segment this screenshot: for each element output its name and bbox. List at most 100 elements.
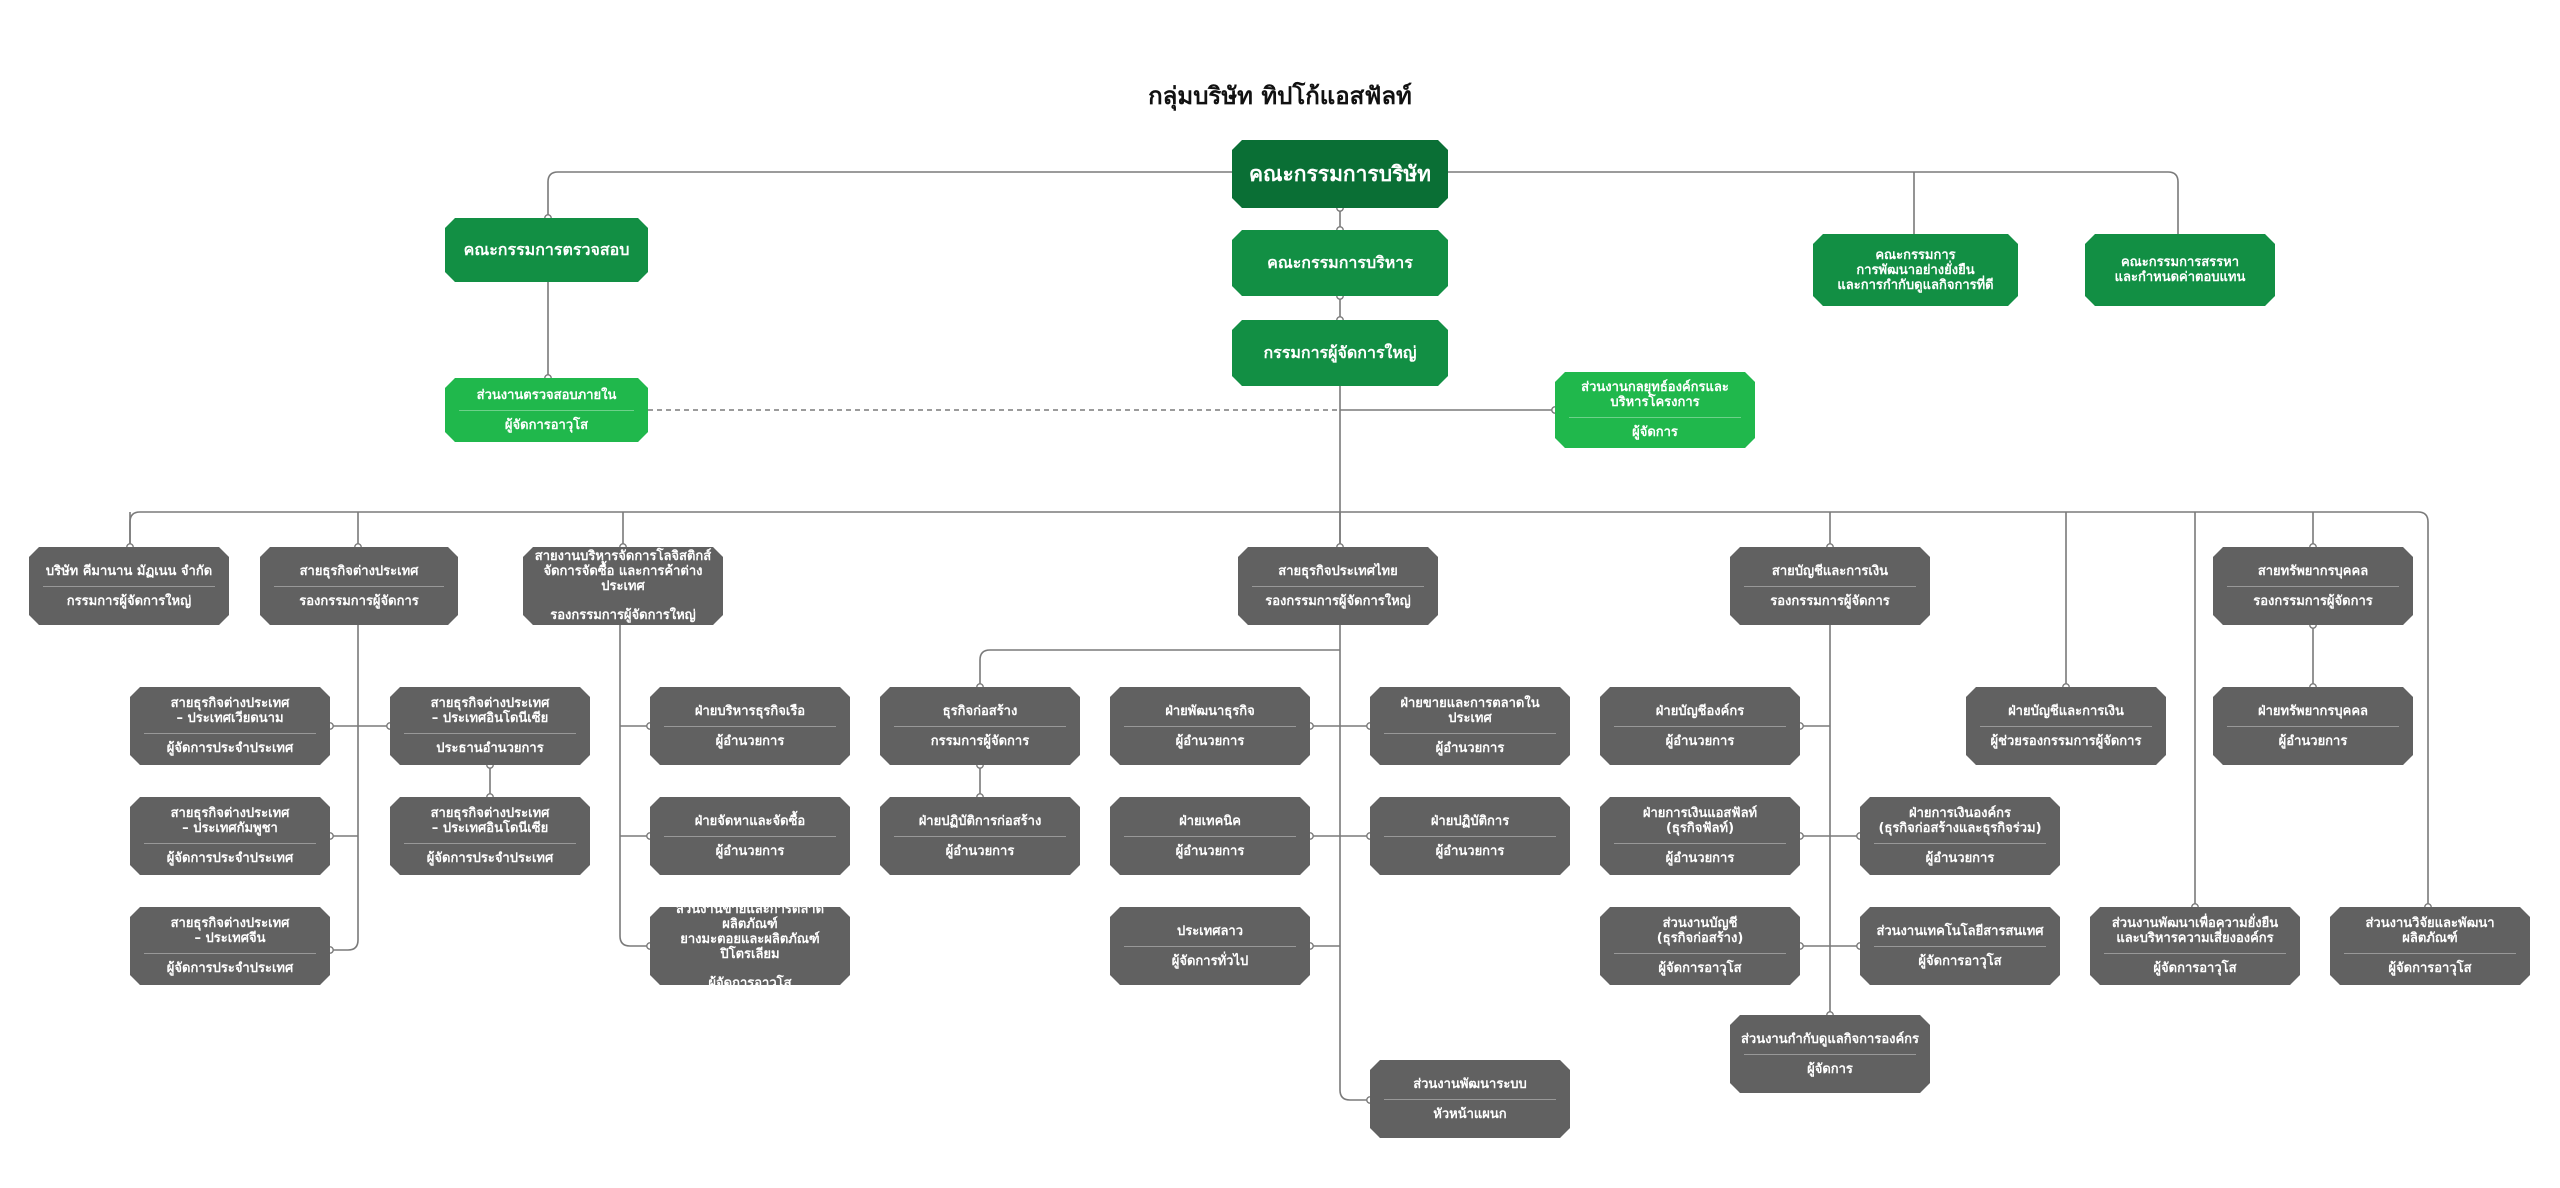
node-divider [1384, 733, 1556, 734]
node-title-line: – ประเทศกัมพูชา [182, 821, 278, 836]
node-title-line: ฝ่ายปฏิบัติการ [1430, 813, 1510, 829]
node-divider [1744, 586, 1916, 587]
node-title: คณะกรรมการสรรหาและกำหนดค่าตอบแทน [2095, 255, 2265, 285]
org-node-acc-fin-dept: ฝ่ายบัญชีและการเงินผู้ช่วยรองกรรมการผู้จ… [1966, 687, 2166, 765]
org-node-technical: ฝ่ายเทคนิคผู้อำนวยการ [1110, 797, 1310, 875]
node-role: ผู้อำนวยการ [1925, 851, 1995, 866]
node-divider [404, 843, 576, 844]
node-title: ฝ่ายบัญชีองค์กร [1610, 704, 1790, 719]
node-title-line: ส่วนงานกลยุทธ์องค์กรและ [1581, 380, 1729, 395]
node-title-line: ส่วนงานบัญชี [1662, 916, 1738, 931]
node-title-line: ฝ่ายบัญชีและการเงิน [2008, 703, 2124, 719]
node-title-line: – ประเทศเวียดนาม [176, 711, 284, 726]
node-title: ส่วนงานขายและการตลาดผลิตภัณฑ์ยางมะตอยและ… [660, 902, 840, 962]
node-title: ส่วนงานวิจัยและพัฒนาผลิตภัณฑ์ [2340, 916, 2520, 946]
node-title-line: คณะกรรมการบริษัท [1248, 162, 1431, 186]
node-title-line: คณะกรรมการสรรหา [2120, 255, 2240, 270]
org-node-cambodia: สายธุรกิจต่างประเทศ– ประเทศกัมพูชาผู้จัด… [130, 797, 330, 875]
node-role: ผู้อำนวยการ [1435, 741, 1505, 756]
node-divider [43, 586, 215, 587]
node-role: ผู้จัดการประจำประเทศ [166, 851, 294, 866]
org-node-thai-biz: สายธุรกิจประเทศไทยรองกรรมการผู้จัดการใหญ… [1238, 547, 1438, 625]
node-title-line: บริษัท คีมานาน มัฏเนน จำกัด [45, 563, 213, 579]
node-title-line: – ประเทศอินโดนีเซีย [431, 711, 549, 726]
org-node-executive-committee: คณะกรรมการบริหาร [1232, 230, 1448, 296]
node-title-line: ฝ่ายเทคนิค [1179, 813, 1241, 829]
node-role: ผู้จัดการอาวุโส [2153, 961, 2237, 976]
org-node-procurement: ฝ่ายจัดหาและจัดซื้อผู้อำนวยการ [650, 797, 850, 875]
node-divider [1874, 946, 2046, 947]
node-title: สายธุรกิจต่างประเทศ [270, 564, 448, 579]
node-title: ส่วนงานเทคโนโลยีสารสนเทศ [1870, 924, 2050, 939]
connector-bus [140, 511, 2429, 907]
node-role: กรรมการผู้จัดการ [930, 733, 1030, 749]
org-node-audit-committee: คณะกรรมการตรวจสอบ [445, 218, 648, 282]
node-title: ฝ่ายเทคนิค [1120, 814, 1300, 829]
node-title-line: สายธุรกิจต่างประเทศ [170, 916, 290, 931]
node-title: สายธุรกิจต่างประเทศ– ประเทศอินโดนีเซีย [400, 696, 580, 726]
node-divider [1569, 417, 1741, 418]
org-node-indonesia2: สายธุรกิจต่างประเทศ– ประเทศอินโดนีเซียผู… [390, 797, 590, 875]
node-title: ฝ่ายขายและการตลาดในประเทศ [1380, 696, 1560, 726]
node-role: รองกรรมการผู้จัดการใหญ่ [1265, 593, 1411, 609]
node-title: ฝ่ายการเงินแอสฟัลท์(ธุรกิจฟัลท์) [1610, 806, 1790, 836]
connector-intl [330, 625, 359, 951]
node-divider [1384, 1099, 1556, 1100]
org-node-rnd: ส่วนงานวิจัยและพัฒนาผลิตภัณฑ์ผู้จัดการอา… [2330, 907, 2530, 985]
org-node-logistics: สายงานบริหารจัดการโลจิสติกส์จัดการจัดซื้… [523, 547, 723, 625]
node-title-line: ส่วนงานวิจัยและพัฒนาผลิตภัณฑ์ [2365, 916, 2495, 946]
node-divider [1614, 843, 1786, 844]
node-divider [1614, 953, 1786, 954]
node-title: ฝ่ายปฏิบัติการ [1380, 814, 1560, 829]
node-divider [274, 586, 444, 587]
node-role: รองกรรมการผู้จัดการ [299, 593, 419, 609]
org-node-biz-dev: ฝ่ายพัฒนาธุรกิจผู้อำนวยการ [1110, 687, 1310, 765]
node-role: ผู้อำนวยการ [1665, 733, 1735, 749]
node-role: ผู้อำนวยการ [1175, 733, 1245, 749]
node-title-line: สายธุรกิจต่างประเทศ [170, 806, 290, 821]
org-node-nomination-committee: คณะกรรมการสรรหาและกำหนดค่าตอบแทน [2085, 234, 2275, 306]
node-role: ผู้อำนวยการ [1665, 851, 1735, 866]
node-title-line: สายธุรกิจต่างประเทศ [430, 696, 550, 711]
node-divider [2227, 586, 2399, 587]
node-title-line: ส่วนงานเทคโนโลยีสารสนเทศ [1876, 923, 2044, 939]
node-title: ประเทศลาว [1120, 924, 1300, 939]
node-title-line: การพัฒนาอย่างยั่งยืน [1856, 262, 1975, 278]
node-title: ส่วนงานพัฒนาเพื่อความยั่งยืนและบริหารควา… [2100, 916, 2290, 946]
node-title: คณะกรรมการตรวจสอบ [455, 241, 638, 259]
node-divider [144, 733, 316, 734]
node-title-line: สายธุรกิจต่างประเทศ [299, 563, 419, 579]
node-title: ธุรกิจก่อสร้าง [890, 704, 1070, 719]
node-role: ผู้จัดการประจำประเทศ [166, 741, 294, 756]
node-role: รองกรรมการผู้จัดการ [2253, 593, 2373, 609]
node-title: ฝ่ายปฏิบัติการก่อสร้าง [890, 814, 1070, 829]
org-node-accounting-const: ส่วนงานบัญชี(ธุรกิจก่อสร้าง) ผู้จัดการอาว… [1600, 907, 1800, 985]
node-title: ฝ่ายบัญชีและการเงิน [1976, 704, 2156, 719]
node-role: ผู้จัดการประจำประเทศ [166, 961, 294, 976]
node-role: ผู้จัดการประจำประเทศ [426, 851, 554, 866]
node-title-line: ฝ่ายขายและการตลาดในประเทศ [1400, 696, 1540, 726]
node-role: หัวหน้าแผนก [1433, 1106, 1507, 1122]
node-divider [144, 843, 316, 844]
node-role: ผู้จัดการอาวุโส [1658, 961, 1742, 976]
node-title: บริษัท คีมานาน มัฏเนน จำกัด [39, 564, 219, 579]
node-title-line: (ธุรกิจก่อสร้าง) [1656, 931, 1744, 946]
org-node-laos: ประเทศลาวผู้จัดการทั่วไป [1110, 907, 1310, 985]
node-divider [1124, 946, 1296, 947]
node-title-line: ส่วนงานพัฒนาเพื่อความยั่งยืน [2111, 916, 2279, 931]
connector-main-spine [1339, 386, 1370, 1101]
node-divider [2344, 953, 2516, 954]
org-node-finance-asphalt: ฝ่ายการเงินแอสฟัลท์(ธุรกิจฟัลท์) ผู้อำนวย… [1600, 797, 1800, 875]
node-title: คณะกรรมการบริษัท [1242, 162, 1438, 186]
node-title: ฝ่ายบริหารธุรกิจเรือ [660, 704, 840, 719]
node-divider [2227, 726, 2399, 727]
node-title-line: กรรมการผู้จัดการใหญ่ [1263, 343, 1417, 362]
org-node-operations: ฝ่ายปฏิบัติการผู้อำนวยการ [1370, 797, 1570, 875]
org-node-governance: ส่วนงานกำกับดูแลกิจการองค์กรผู้จัดการ [1730, 1015, 1930, 1093]
node-title: ฝ่ายการเงินองค์กร(ธุรกิจก่อสร้างและธุรกิ… [1870, 806, 2050, 836]
org-node-finance-org: ฝ่ายการเงินองค์กร(ธุรกิจก่อสร้างและธุรกิ… [1860, 797, 2060, 875]
connector-bus-left [129, 511, 141, 547]
node-title: สายธุรกิจต่างประเทศ– ประเทศกัมพูชา [140, 806, 320, 836]
org-node-sustain-risk: ส่วนงานพัฒนาเพื่อความยั่งยืนและบริหารควา… [2090, 907, 2300, 985]
